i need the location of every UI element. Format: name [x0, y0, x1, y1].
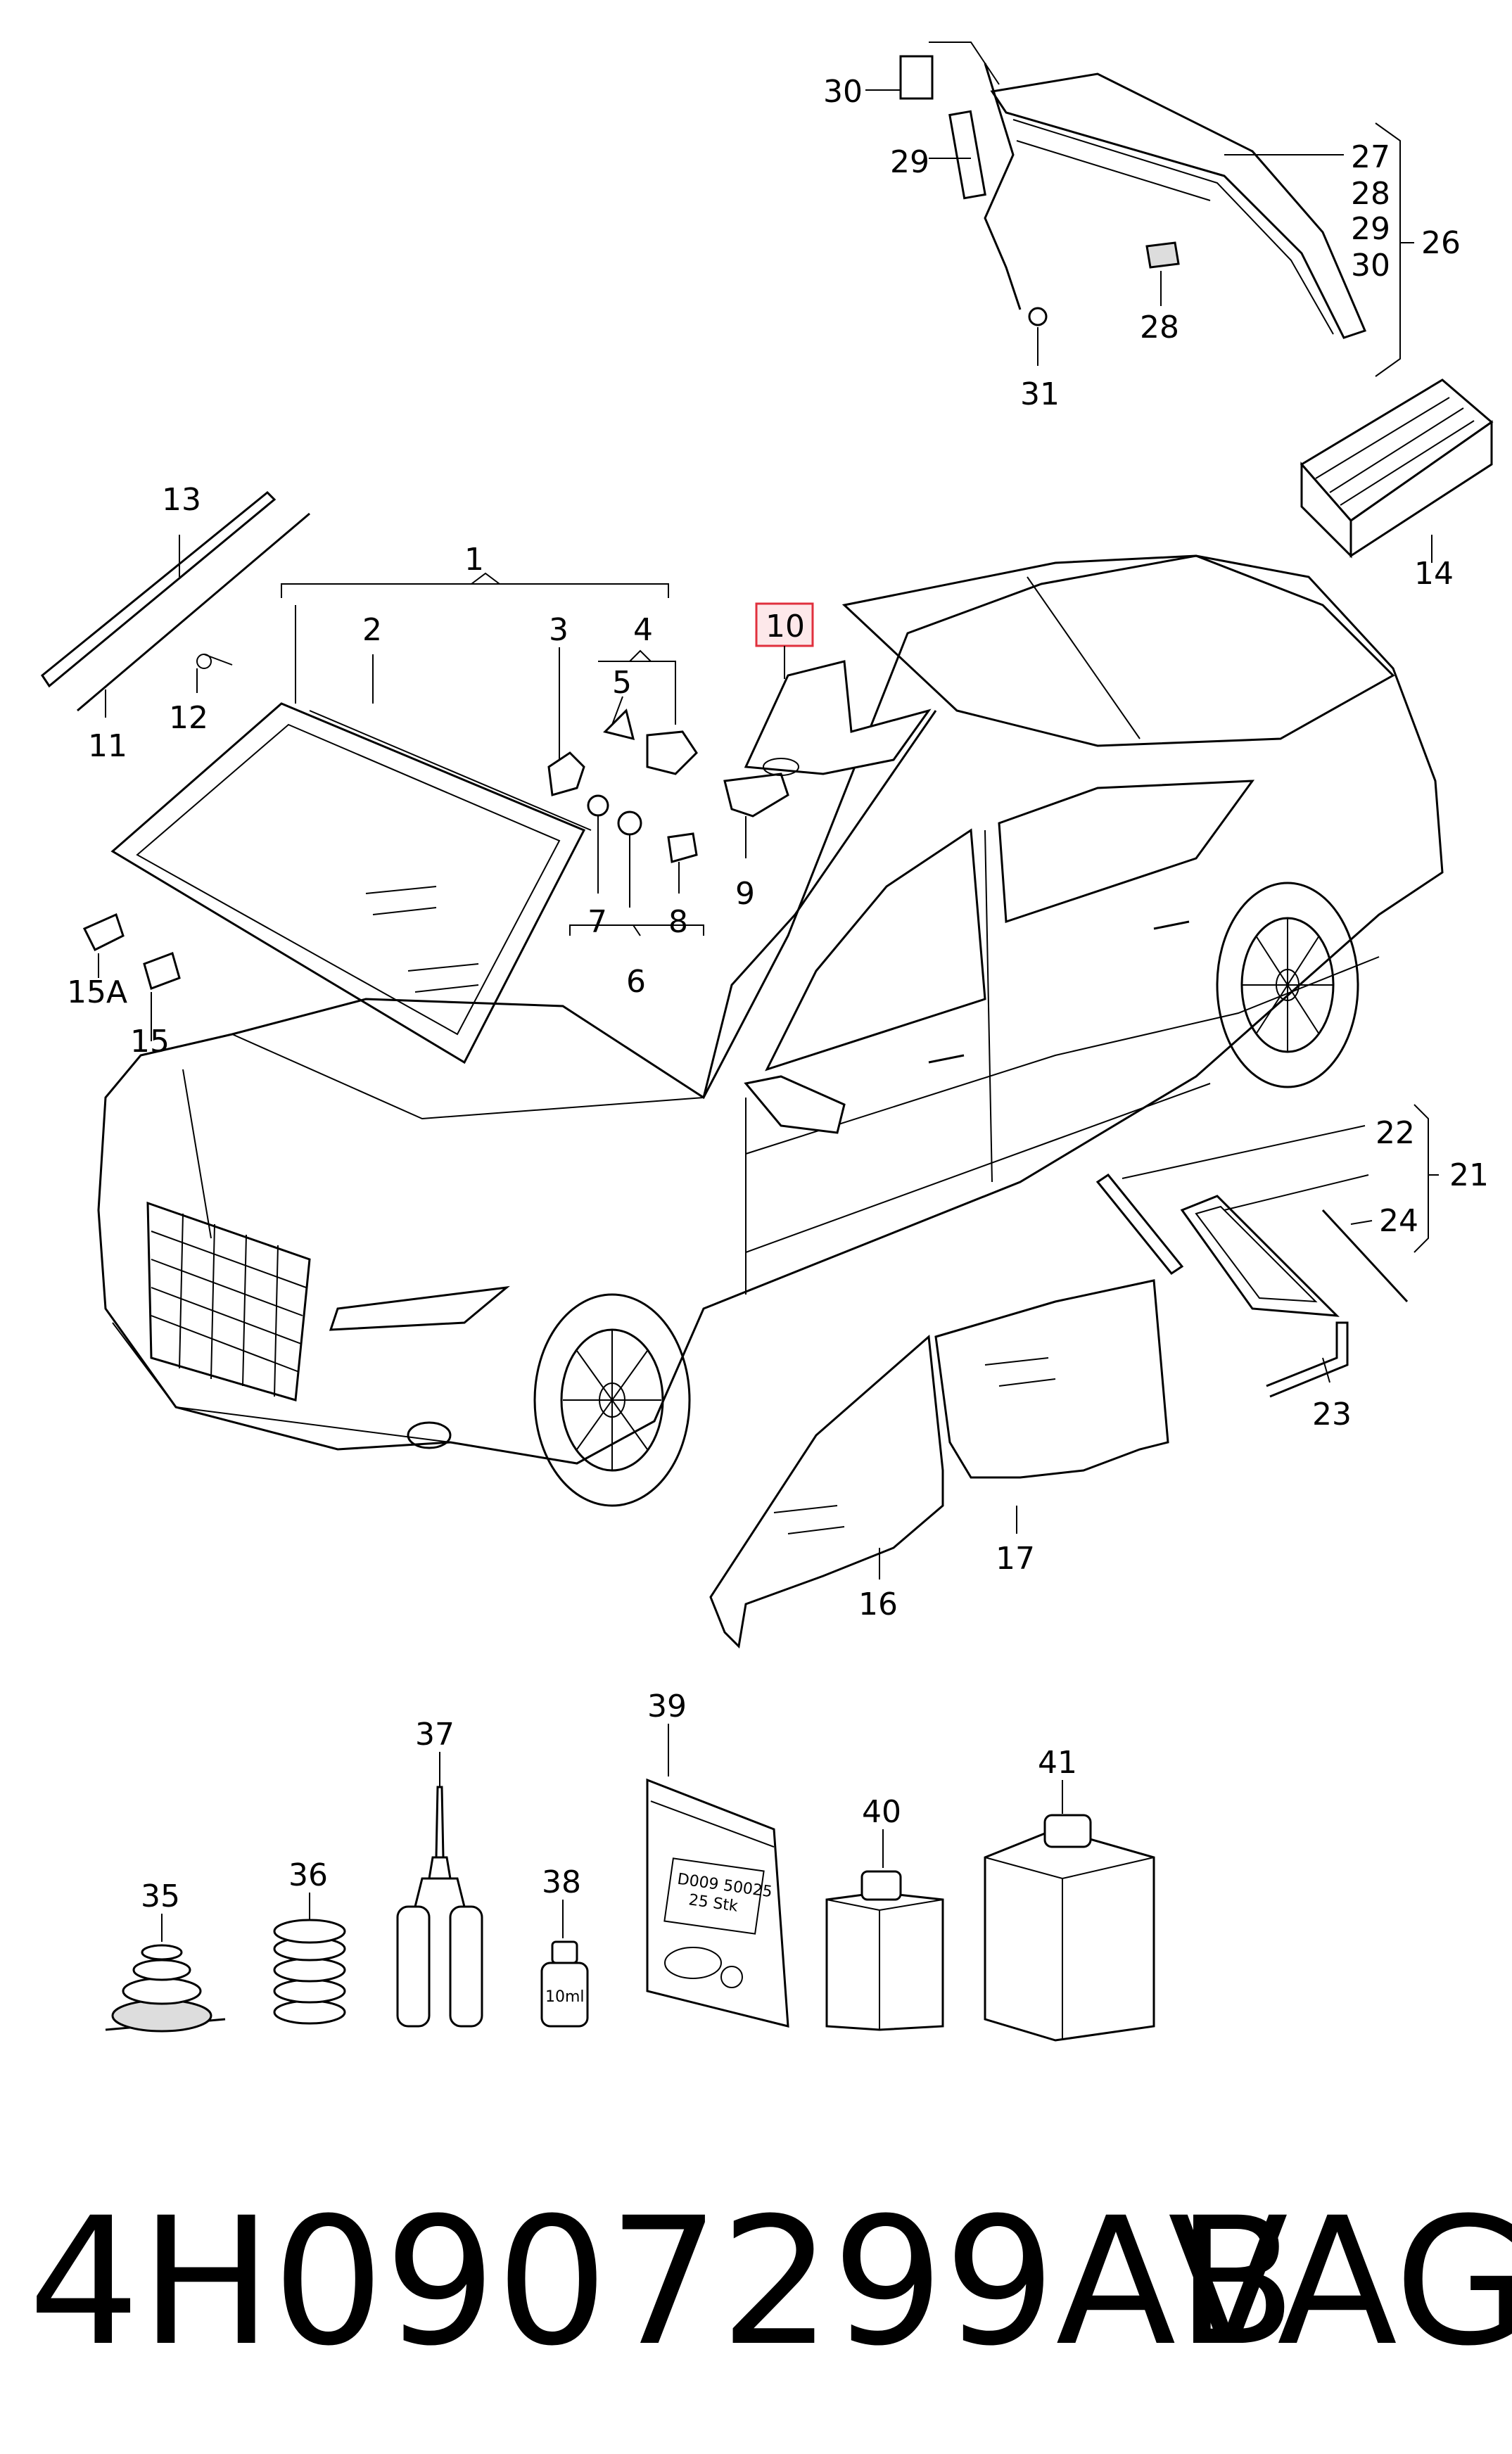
callout-29-group: 29: [1351, 211, 1390, 247]
grille-mesh: [151, 1213, 307, 1397]
callout-21: 21: [1449, 1157, 1489, 1193]
callout-30: 30: [823, 74, 863, 110]
clip-15a: [82, 913, 125, 952]
callout-29: 29: [890, 144, 929, 180]
callout-24: 24: [1379, 1203, 1418, 1239]
trim-strips: [40, 490, 310, 712]
callout-3: 3: [549, 612, 568, 648]
callout-31: 31: [1020, 376, 1060, 412]
brand-label: VAG: [1168, 2180, 1512, 2384]
callout-28: 28: [1140, 310, 1179, 345]
callout-10: 10: [765, 609, 805, 644]
callout-36: 36: [288, 1857, 328, 1893]
mirror-base-part: [744, 660, 932, 776]
quarter-glass-parts: [1095, 1173, 1409, 1398]
windshield-part: [110, 702, 592, 1064]
callout-23: 23: [1312, 1397, 1352, 1432]
callout-4: 4: [633, 612, 653, 648]
leader-lines: [98, 89, 1432, 1383]
callout-17: 17: [996, 1541, 1035, 1577]
callout-5: 5: [612, 665, 632, 701]
callout-39: 39: [647, 1689, 687, 1724]
callout-38: 38: [542, 1864, 581, 1900]
callout-10-highlight: [755, 602, 814, 647]
callout-14: 14: [1414, 556, 1454, 592]
callout-40: 40: [862, 1794, 901, 1830]
callout-22: 22: [1376, 1115, 1415, 1151]
callout-1: 1: [464, 542, 484, 578]
bottle-volume-label: 10ml: [545, 1988, 585, 2006]
callout-16: 16: [858, 1587, 898, 1622]
callout-27: 27: [1351, 139, 1390, 175]
callout-30-group: 30: [1351, 248, 1390, 284]
callout-labels: 1 2 3 4 5 6 7 8 9 10 11 12 13 14 15 15A …: [67, 74, 1489, 1914]
callout-12: 12: [169, 700, 208, 736]
door-glass-parts: [709, 1279, 1169, 1649]
callout-41: 41: [1038, 1745, 1077, 1781]
callout-15: 15: [130, 1024, 170, 1060]
callout-7: 7: [587, 904, 607, 940]
callout-6: 6: [626, 964, 646, 1000]
callout-15a: 15A: [67, 974, 127, 1010]
callout-13: 13: [162, 482, 201, 518]
callout-37: 37: [415, 1717, 455, 1753]
callout-26: 26: [1421, 225, 1461, 261]
car-illustration: [97, 554, 1444, 1507]
callout-8: 8: [668, 904, 688, 940]
callout-2: 2: [362, 612, 382, 648]
callout-11: 11: [88, 728, 127, 764]
consumables: 10ml D009 50025 25 Stk: [105, 1724, 1155, 2042]
callout-9: 9: [735, 876, 755, 912]
callout-35: 35: [141, 1878, 180, 1914]
clip-15: [143, 952, 181, 990]
control-module-part: [1300, 379, 1494, 559]
part-number: 4H0907299AB: [28, 2180, 1297, 2384]
callout-28-group: 28: [1351, 176, 1390, 212]
small-parts: [547, 708, 789, 863]
rear-window-part: [899, 42, 1367, 339]
